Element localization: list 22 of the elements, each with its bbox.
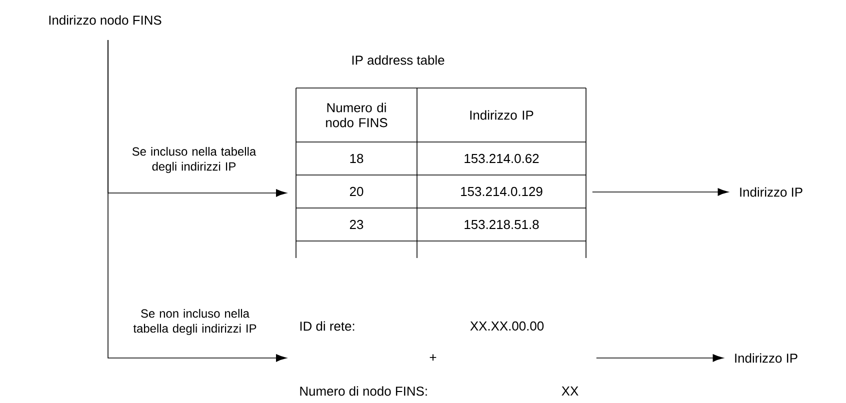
text-label: XX.XX.00.00 <box>470 321 544 331</box>
arrow <box>592 188 728 196</box>
arrow <box>596 354 724 362</box>
table-cell: 23 <box>350 220 364 230</box>
table-cell: Indirizzo IP <box>470 110 534 120</box>
text-label: Numero di nodo FINS: <box>300 386 427 396</box>
text-label: Indirizzo nodo FINS <box>49 15 162 25</box>
table-cell: 153.218.51.8 <box>464 220 539 230</box>
text-label: Indirizzo IP <box>735 353 798 363</box>
table-title: IP address table <box>352 55 444 65</box>
edge-label: Se non incluso nella tabella degli indirizzi IP <box>133 308 256 336</box>
table-cell: 18 <box>350 154 364 164</box>
table-cell: 153.214.0.129 <box>461 186 542 196</box>
table-cell: Numero di nodo FINS <box>326 102 388 128</box>
table-cell: 153.214.0.62 <box>464 154 539 164</box>
text-label: ID di rete: <box>300 321 354 331</box>
text-label: Indirizzo IP <box>740 187 802 197</box>
arrow <box>108 40 287 362</box>
text-label: + <box>430 354 436 361</box>
table-cell: 20 <box>350 186 364 196</box>
edge-label: Se incluso nella tabella degli indirizzi IP <box>132 146 256 174</box>
text-label: XX <box>562 386 578 396</box>
